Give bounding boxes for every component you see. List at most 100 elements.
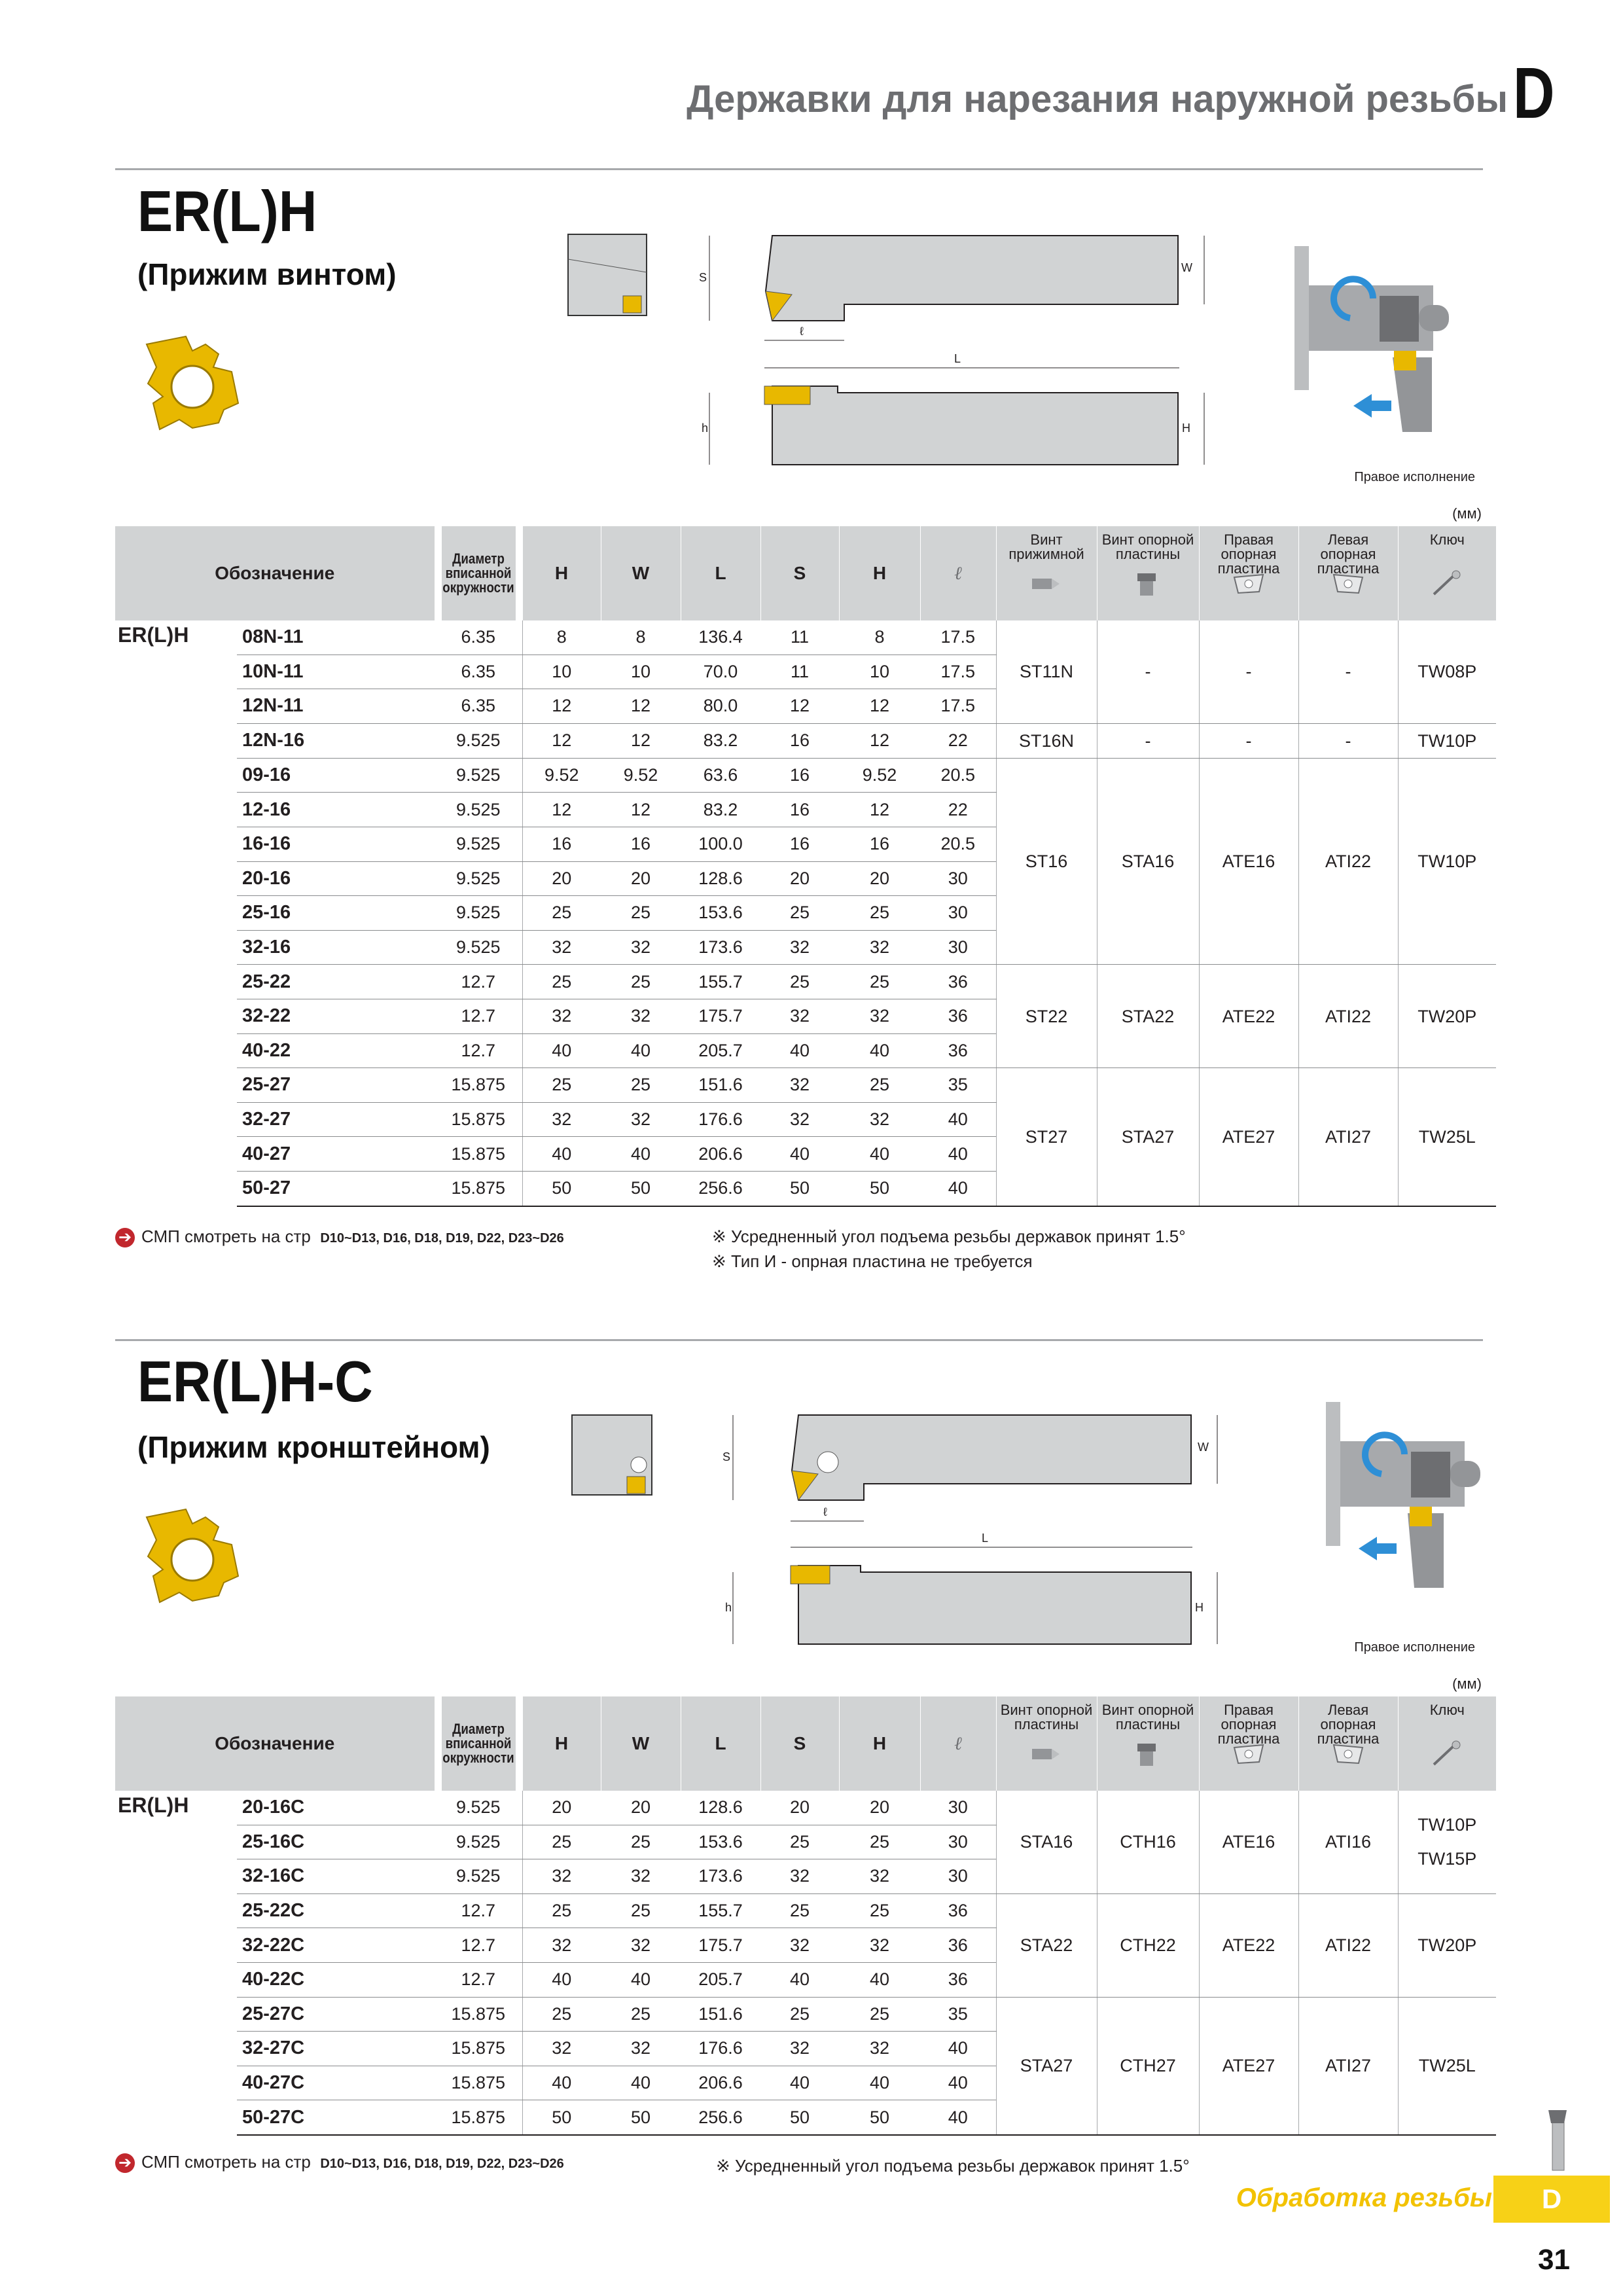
dimension-cell: 16 <box>522 827 601 862</box>
dimension-cell: 20 <box>601 1791 681 1825</box>
shim-screw-icon <box>1130 1744 1166 1772</box>
dimension-cell: 20 <box>760 1791 840 1825</box>
dim-h-big-label: H <box>1195 1601 1204 1614</box>
dimension-cell: 25 <box>601 1825 681 1860</box>
insert-ref-text: СМП смотреть на стр <box>141 2152 311 2172</box>
dim-w-label: W <box>1181 261 1192 274</box>
accessory-cell: - <box>1096 723 1200 759</box>
accessory-cell: CTH22 <box>1096 1893 1200 1998</box>
accessory-label: Винт прижимной <box>1008 531 1084 562</box>
dimension-cell: 40 <box>601 1033 681 1069</box>
dimension-cell: 11 <box>760 655 840 690</box>
dimension-cell: 11 <box>760 620 840 655</box>
dimension-cell: 25 <box>760 1893 840 1929</box>
designation-cell: 40-22C <box>237 1962 435 1998</box>
designation-cell: 10N-11 <box>237 655 435 690</box>
dimension-cell: 8 <box>839 620 921 655</box>
dimension-cell: 155.7 <box>681 1893 761 1929</box>
dimension-cell: 36 <box>920 1962 997 1998</box>
col-header-hh: H <box>838 526 921 620</box>
dimension-cell: 17.5 <box>920 689 997 724</box>
dimension-cell: 32 <box>760 1067 840 1103</box>
designation-cell: 50-27C <box>237 2100 435 2136</box>
dim-h-big-label: H <box>1182 422 1190 435</box>
dim-s-label: S <box>722 1450 730 1463</box>
col-header-s: S <box>760 526 840 620</box>
dimension-cell: 50 <box>839 2100 921 2136</box>
accessory-cell: STA22 <box>1096 964 1200 1069</box>
accessory-cell: TW20P <box>1397 1893 1497 1998</box>
diameter-cell: 15.875 <box>435 1136 523 1172</box>
dimension-cell: 20.5 <box>920 827 997 862</box>
group-label: ER(L)H <box>118 1793 189 1817</box>
section2-subtitle: (Прижим кронштейном) <box>137 1430 490 1464</box>
unit-label: (мм) <box>1452 1676 1482 1692</box>
accessory-label: Левая опорная пластина <box>1317 1702 1380 1747</box>
col-header-accessory: Левая опорная пластина <box>1298 526 1399 620</box>
designation-cell: 25-16 <box>237 895 435 931</box>
accessory-cell: ST16 <box>995 758 1097 965</box>
tool-holder-icon <box>1548 2110 1567 2171</box>
designation-cell: 12N-11 <box>237 689 435 724</box>
designation-cell: 40-22 <box>237 1033 435 1069</box>
dimension-cell: 256.6 <box>681 2100 761 2136</box>
dimension-cell: 36 <box>920 964 997 999</box>
designation-cell: 09-16 <box>237 758 435 793</box>
col-header-l: L <box>680 1696 761 1791</box>
dimension-cell: 20 <box>601 861 681 897</box>
diameter-cell: 15.875 <box>435 1997 523 2032</box>
col-header-w: W <box>600 1696 681 1791</box>
dimension-cell: 32 <box>760 999 840 1034</box>
dimension-cell: 40 <box>601 1136 681 1172</box>
col-header-accessory: Левая опорная пластина <box>1298 1696 1399 1791</box>
dimension-cell: 20 <box>760 861 840 897</box>
accessory-cell: CTH27 <box>1096 1997 1200 2136</box>
dimension-cell: 25 <box>760 964 840 999</box>
dimension-cell: 40 <box>601 2066 681 2101</box>
designation-cell: 20-16 <box>237 861 435 897</box>
col-header-accessory: Правая опорная пластина <box>1198 526 1299 620</box>
col-header-h: H <box>522 526 601 620</box>
dimension-cell: 16 <box>760 792 840 827</box>
designation-cell: 32-16C <box>237 1859 435 1894</box>
dimension-cell: 63.6 <box>681 758 761 793</box>
dimension-cell: 40 <box>522 1033 601 1069</box>
unit-label: (мм) <box>1452 505 1482 522</box>
dimension-cell: 175.7 <box>681 1928 761 1963</box>
accessory-cell: ATI27 <box>1298 1997 1399 2136</box>
diameter-cell: 9.525 <box>435 930 523 965</box>
dimension-cell: 25 <box>839 895 921 931</box>
holder-dimension-drawing: S W ℓ L h H <box>722 1414 1218 1645</box>
diameter-cell: 9.525 <box>435 792 523 827</box>
designation-cell: 32-27C <box>237 2031 435 2066</box>
dimension-cell: 205.7 <box>681 1962 761 1998</box>
dimension-cell: 40 <box>920 1136 997 1172</box>
section-letter: D <box>1513 53 1555 134</box>
dimension-cell: 25 <box>839 964 921 999</box>
dimension-cell: 36 <box>920 1893 997 1929</box>
accessory-cell: - <box>1198 723 1299 759</box>
dimension-cell: 16 <box>839 827 921 862</box>
diameter-cell: 6.35 <box>435 655 523 690</box>
holder-sketch-icon <box>571 1414 652 1496</box>
col-header-h: H <box>522 1696 601 1791</box>
dimension-cell: 256.6 <box>681 1171 761 1207</box>
dimension-cell: 36 <box>920 1033 997 1069</box>
diameter-cell: 12.7 <box>435 1893 523 1929</box>
dimension-cell: 30 <box>920 895 997 931</box>
col-header-designation: Обозначение <box>115 526 435 620</box>
diameter-cell: 6.35 <box>435 620 523 655</box>
col-header-accessory: Винт опорной пластины <box>995 1696 1097 1791</box>
left-shim-icon <box>1330 1744 1366 1772</box>
arrow-right-icon: ➔ <box>115 1228 135 1248</box>
diameter-cell: 12.7 <box>435 999 523 1034</box>
designation-cell: 25-27 <box>237 1067 435 1103</box>
dimension-cell: 40 <box>920 2066 997 2101</box>
section-tab[interactable]: D <box>1493 2176 1610 2223</box>
dimension-cell: 25 <box>601 895 681 931</box>
